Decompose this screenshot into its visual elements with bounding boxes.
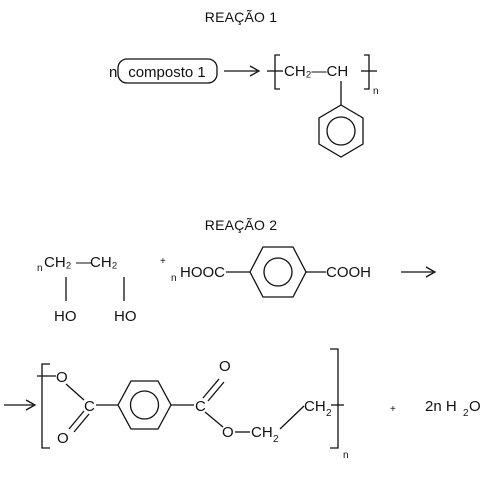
product-ch2-right-sub: 2 <box>326 408 332 419</box>
product-c2: C <box>195 398 206 415</box>
benzene-aromatic-circle-1 <box>326 116 356 146</box>
benzene-ring-1 <box>318 104 364 158</box>
product-plus: + <box>390 404 396 415</box>
reactant1-n: n <box>37 263 43 274</box>
water-formula-o: O <box>469 398 481 415</box>
product-arrow-head <box>25 399 37 411</box>
product-c2-o3-bond-b <box>207 381 225 402</box>
polymer-left-bracket <box>274 54 280 90</box>
reactant-plus: + <box>160 256 166 267</box>
polymer-right-bracket <box>364 54 370 90</box>
reaction2-arrow-head <box>425 266 437 278</box>
product-o3: O <box>219 358 231 375</box>
product-right-bracket <box>330 348 339 449</box>
compound-box <box>117 58 218 84</box>
product-ethylene-bond <box>279 405 305 430</box>
product-left-bracket <box>41 363 50 449</box>
benzene-aromatic-circle-3 <box>129 390 160 420</box>
product-o2: O <box>57 430 69 447</box>
product-ch2-left-sub: 2 <box>273 434 279 445</box>
product-c1-o2-bond-b <box>73 413 90 433</box>
reaction1-n-prefix: n <box>109 64 117 81</box>
product-ch2-right: CH <box>304 398 326 415</box>
benzene-ring-3 <box>117 380 172 430</box>
product-c2-o3-bond-a <box>202 378 220 399</box>
compound-label: composto 1 <box>128 64 206 81</box>
product-c1-o2-bond-a <box>68 410 85 430</box>
water-formula-sub: 2 <box>463 408 469 419</box>
reaction1-title: REAÇÃO 1 <box>205 9 277 25</box>
reactant1-oh-right: HO <box>114 308 137 325</box>
product-ch2-left: CH <box>251 424 273 441</box>
product-c2-o4-bond <box>204 411 224 428</box>
benzene-ring-2 <box>249 246 307 298</box>
reactant1-oh-left: HO <box>54 308 77 325</box>
reactant2-n: n <box>171 273 177 284</box>
product-o1: O <box>56 369 68 386</box>
polymer-n: n <box>373 86 379 97</box>
reaction2-title: REAÇÃO 2 <box>205 217 277 233</box>
reactant1-ch2-left: CH₂ <box>44 254 72 271</box>
product-o1-c1-bond <box>65 383 85 401</box>
reactant1-bond: — <box>76 254 91 271</box>
product-o4: O <box>222 424 234 441</box>
benzene-aromatic-circle-2 <box>263 257 293 287</box>
reactant2-cooh: COOH <box>326 264 371 281</box>
polymer-chain: CH₂—CH <box>284 63 348 80</box>
water-formula-main: 2n H <box>425 398 457 415</box>
reactant2-hooc: HOOC <box>180 264 225 281</box>
product-c1: C <box>84 398 95 415</box>
product-n: n <box>343 450 349 461</box>
reaction1-arrow-head <box>249 65 261 77</box>
reactant1-ch2-right: CH₂ <box>90 254 118 271</box>
